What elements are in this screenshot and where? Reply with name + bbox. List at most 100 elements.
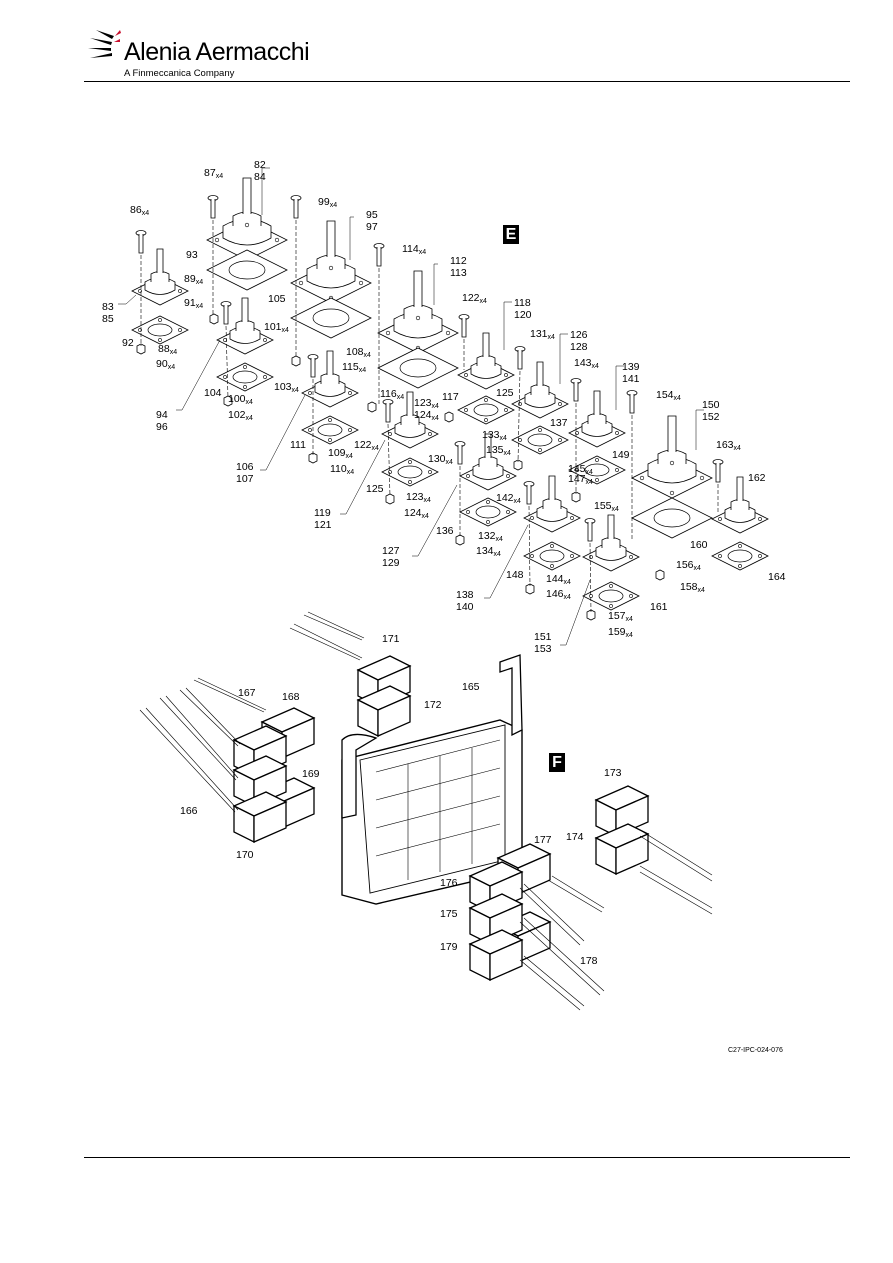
callout-129: 129	[382, 557, 400, 569]
callout-166: 166	[180, 805, 198, 817]
document-header: Alenia Aermacchi A Finmeccanica Company	[84, 18, 850, 82]
callout-137: 137	[550, 417, 568, 429]
callout-143: 143x4	[574, 357, 599, 370]
callout-136: 136	[436, 525, 454, 537]
callout-124: 124x4	[404, 507, 429, 520]
callout-142: 142x4	[496, 492, 521, 505]
callout-160: 160	[690, 539, 708, 551]
callout-125: 125	[366, 483, 384, 495]
company-logo-icon	[88, 30, 121, 58]
callout-108: 108x4	[346, 346, 371, 359]
brand-name: Alenia Aermacchi	[124, 38, 310, 66]
callout-121: 121	[314, 519, 332, 531]
callout-82: 82	[254, 159, 266, 171]
callout-117: 117	[442, 391, 459, 403]
callout-85: 85	[102, 313, 114, 325]
callout-119: 119	[314, 507, 331, 519]
callout-91: 91x4	[184, 297, 203, 310]
footer-rule	[84, 1157, 850, 1158]
callout-124: 124x4	[414, 409, 439, 422]
callout-138: 138	[456, 589, 474, 601]
assembly-view-f	[139, 611, 713, 1011]
callout-153: 153	[534, 643, 552, 655]
callout-161: 161	[650, 601, 668, 613]
callout-132: 132x4	[478, 530, 503, 543]
callout-179: 179	[440, 941, 458, 953]
figure-id: C27-IPC-024-076	[728, 1047, 783, 1054]
callout-175: 175	[440, 908, 458, 920]
callout-93: 93	[186, 249, 198, 261]
callout-178: 178	[580, 955, 598, 967]
callout-116: 116x4	[380, 388, 404, 401]
callout-127: 127	[382, 545, 400, 557]
view-e-marker: E	[503, 225, 519, 244]
callout-149: 149	[612, 449, 630, 461]
callout-128: 128	[570, 341, 588, 353]
callout-101: 101x4	[264, 321, 289, 334]
callout-96: 96	[156, 421, 168, 433]
callout-133: 133x4	[482, 429, 507, 442]
callout-152: 152	[702, 411, 720, 423]
callout-140: 140	[456, 601, 474, 613]
callout-88: 88x4	[158, 343, 177, 356]
callout-84: 84	[254, 171, 266, 183]
callout-176: 176	[440, 877, 458, 889]
callout-99: 99x4	[318, 196, 337, 209]
callout-169: 169	[302, 768, 320, 780]
callout-159: 159x4	[608, 626, 633, 639]
callout-89: 89x4	[184, 273, 203, 286]
callout-157: 157x4	[608, 610, 633, 623]
callout-154: 154x4	[656, 389, 681, 402]
callout-167: 167	[238, 687, 256, 699]
callout-174: 174	[566, 831, 584, 843]
callout-141: 141	[622, 373, 640, 385]
callout-144: 144x4	[546, 573, 571, 586]
callout-90: 90x4	[156, 358, 175, 371]
callout-95: 95	[366, 209, 378, 221]
callout-113: 113	[450, 267, 467, 279]
callout-100: 100x4	[228, 393, 253, 406]
callout-150: 150	[702, 399, 720, 411]
callout-111: 111	[290, 439, 306, 451]
view-f-marker: F	[549, 753, 565, 772]
callout-122: 122x4	[354, 439, 379, 452]
callout-173: 173	[604, 767, 622, 779]
callout-86: 86x4	[130, 204, 149, 217]
callout-139: 139	[622, 361, 640, 373]
callout-92: 92	[122, 337, 134, 349]
brand-subtitle: A Finmeccanica Company	[124, 68, 235, 79]
callout-123: 123x4	[406, 491, 431, 504]
callout-104: 104	[204, 387, 222, 399]
callout-94: 94	[156, 409, 168, 421]
callout-123: 123x4	[414, 397, 439, 410]
callout-114: 114x4	[402, 243, 426, 256]
callout-162: 162	[748, 472, 766, 484]
callout-155: 155x4	[594, 500, 619, 513]
callout-105: 105	[268, 293, 286, 305]
callout-103: 103x4	[274, 381, 299, 394]
callout-158: 158x4	[680, 581, 705, 594]
assembly-view-e	[118, 167, 769, 646]
callout-87: 87x4	[204, 167, 223, 180]
callout-156: 156x4	[676, 559, 701, 572]
callout-134: 134x4	[476, 545, 501, 558]
callout-122: 122x4	[462, 292, 487, 305]
callout-146: 146x4	[546, 588, 571, 601]
callout-115: 115x4	[342, 361, 366, 374]
callout-118: 118	[514, 297, 531, 309]
callout-170: 170	[236, 849, 254, 861]
callout-147: 147x4	[568, 473, 593, 486]
callout-83: 83	[102, 301, 114, 313]
callout-97: 97	[366, 221, 378, 233]
callout-164: 164	[768, 571, 786, 583]
callout-163: 163x4	[716, 439, 741, 452]
callout-125: 125	[496, 387, 514, 399]
header-rule	[84, 81, 850, 82]
callout-109: 109x4	[328, 447, 353, 460]
callout-112: 112	[450, 255, 467, 267]
callout-135: 135x4	[486, 444, 511, 457]
callout-120: 120	[514, 309, 532, 321]
callout-106: 106	[236, 461, 254, 473]
